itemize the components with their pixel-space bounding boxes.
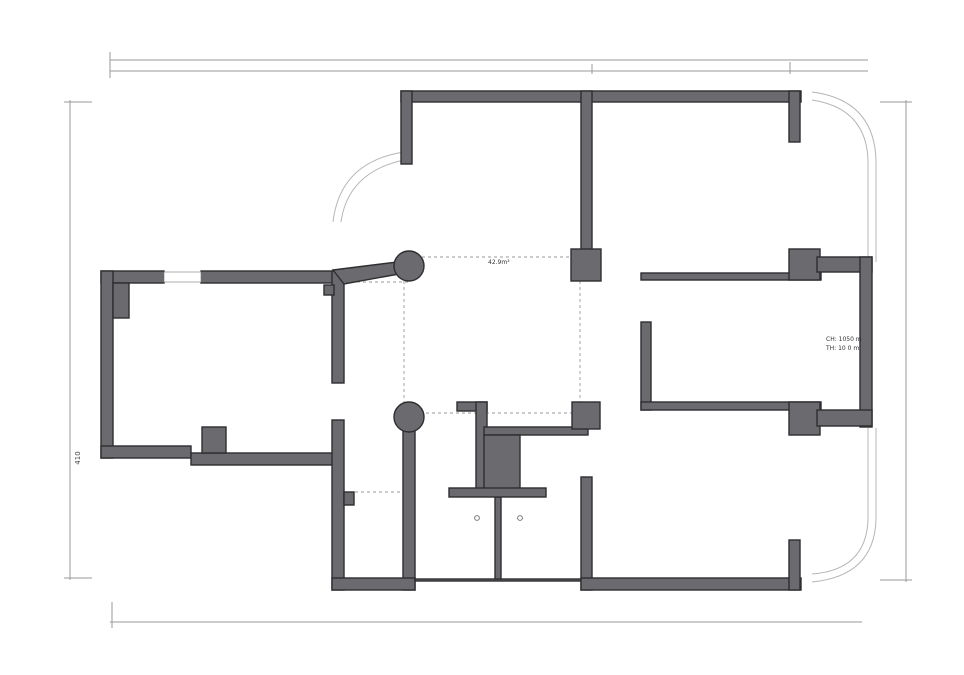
walls (100, 90, 873, 591)
round-pillar-lower (393, 401, 425, 433)
ceiling-span-label: 42.9m² (488, 259, 510, 266)
fixtures (474, 515, 523, 521)
pillars (393, 250, 425, 433)
ceiling-height-label: CH: 1050 m (826, 336, 862, 343)
ceiling-grid (345, 256, 581, 493)
dimension-lines (64, 52, 912, 628)
round-pillar-upper (393, 250, 425, 282)
bay-windows (332, 91, 877, 583)
top-height-label: TH: 10 0 m (825, 345, 859, 352)
left-dimension-label: 410 (74, 451, 82, 464)
window-opening (163, 271, 202, 283)
